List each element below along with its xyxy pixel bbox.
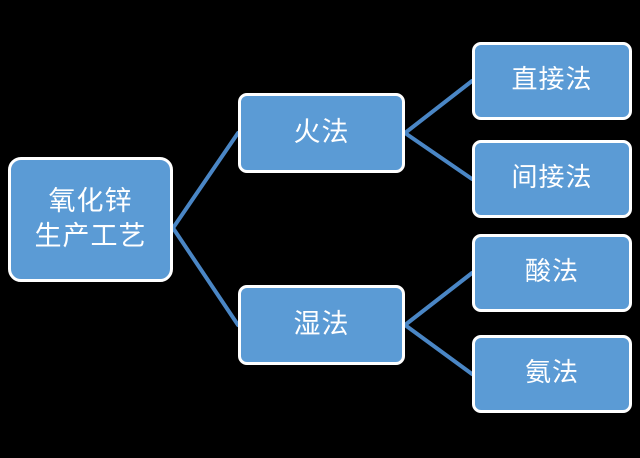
node-fire-method[interactable]: 火法 (238, 93, 405, 173)
node-root-label-line2: 生产工艺 (34, 220, 147, 252)
node-wet-method-label: 湿法 (293, 308, 350, 340)
node-direct-method[interactable]: 直接法 (472, 42, 632, 120)
node-indirect-method[interactable]: 间接法 (472, 140, 632, 218)
node-fire-method-label: 火法 (293, 116, 350, 148)
node-direct-method-label: 直接法 (511, 65, 593, 96)
connector-fire-to-indirect (403, 131, 474, 181)
connector-fire-to-direct (403, 79, 474, 135)
node-ammonia-method[interactable]: 氨法 (472, 335, 632, 413)
node-acid-method-label: 酸法 (524, 257, 579, 288)
node-indirect-method-label: 间接法 (511, 163, 593, 194)
node-root[interactable]: 氧化锌 生产工艺 (8, 157, 173, 282)
connector-root-to-wet (171, 226, 240, 327)
node-ammonia-method-label: 氨法 (524, 358, 579, 389)
connector-root-to-fire (171, 131, 240, 230)
node-acid-method[interactable]: 酸法 (472, 234, 632, 312)
connector-wet-to-acid (403, 271, 474, 327)
node-wet-method[interactable]: 湿法 (238, 285, 405, 365)
connector-wet-to-ammonia (403, 323, 474, 376)
node-root-label-line1: 氧化锌 (48, 185, 133, 217)
